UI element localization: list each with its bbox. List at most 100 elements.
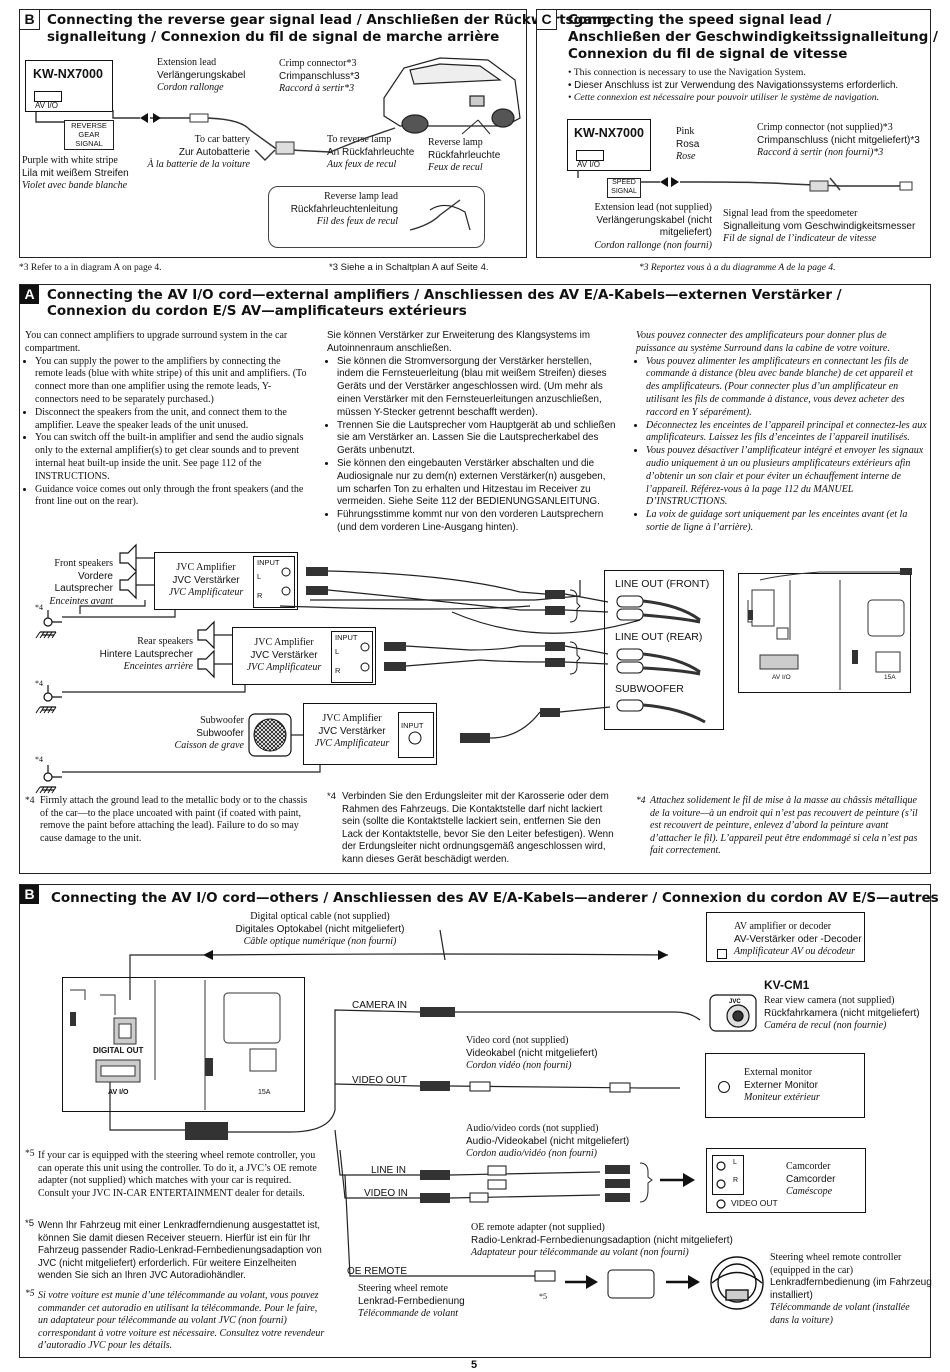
bullet: Disconnect the speakers from the unit, a… (35, 407, 310, 433)
input-label: INPUT (257, 558, 280, 567)
line-out-front-label: LINE OUT (FRONT) (615, 578, 710, 590)
en: Extension lead (157, 57, 217, 68)
en: Crimp connector*3 (279, 58, 357, 69)
footnote-5-en-marker: *5 (25, 1149, 35, 1159)
de: Vordere Lautsprecher (54, 570, 113, 595)
de: Signalleitung vom Geschwindigkeitsmesser (723, 220, 916, 232)
fr: Raccord à sertir*3 (279, 83, 355, 94)
de: An Rückfahrleuchte (327, 146, 415, 158)
en: Reverse lamp lead (324, 191, 398, 202)
speed-signal-box: SPEED SIGNAL (607, 178, 641, 198)
bullets: Sie können die Stromversorgung der Verst… (327, 356, 617, 535)
section-title-line2: signalleitung / Connexion du fil de sign… (47, 29, 500, 45)
l-label: L (335, 647, 340, 656)
page-number: 5 (471, 1359, 478, 1371)
en: Digital optical cable (not supplied) (250, 911, 390, 922)
footnote-4-fr: Attachez solidement le fil de mise à la … (650, 795, 918, 857)
cam-l-label: L (733, 1159, 737, 1166)
de: Videokabel (nicht mitgeliefert) (466, 1047, 598, 1059)
footnote-3-de: *3 Siehe a in Schaltplan A auf Seite 4. (329, 262, 489, 273)
en: Video cord (not supplied) (466, 1035, 569, 1046)
speed-label-2: SIGNAL (611, 187, 637, 195)
bullet: Sie können den eingebauten Verstärker ab… (337, 458, 617, 509)
intro: You can connect amplifiers to upgrade su… (25, 330, 288, 354)
bullet-en: • This connection is necessary to use th… (568, 67, 806, 78)
de: Externer Monitor (744, 1079, 818, 1091)
av-io-label: AV I/O (772, 674, 791, 681)
oe-adapter-label: OE remote adapter (not supplied) Radio-L… (471, 1222, 733, 1260)
de: Verlängerungskabel (157, 69, 246, 81)
ground-mark-sub: *4 (35, 755, 43, 764)
footnote-3-fr: *3 Reportez vous à a du diagramme A de l… (639, 263, 836, 273)
optical-port (717, 949, 727, 959)
en: OE remote adapter (not supplied) (471, 1222, 605, 1233)
purple-wire-label: Purple with white stripe Lila mit weißem… (22, 155, 129, 193)
de: Lenkradfernbedienung (im Fahrzeug (770, 1277, 932, 1288)
front-speakers-label: Front speakers Vordere Lautsprecher Ence… (23, 558, 113, 608)
de: Radio-Lenkrad-Fernbedienungsadaption (ni… (471, 1234, 733, 1246)
av-amp-label: AV amplifier or decoder AV-Verstärker od… (734, 921, 862, 959)
de: Crimpanschluss (nicht mitgeliefert)*3 (757, 134, 920, 146)
camcorder-jack-panel (712, 1155, 744, 1195)
de: Rückfahrleuchtenleitung (290, 203, 398, 215)
en2: (equipped in the car) (770, 1264, 854, 1276)
footnote-4-de: Verbinden Sie den Erdungsleiter mit der … (342, 791, 614, 865)
footnote-5-de: Wenn Ihr Fahrzeug mit einer Lenkradfernd… (38, 1220, 322, 1282)
fr: Enceintes arrière (123, 661, 193, 672)
en: External monitor (744, 1067, 813, 1078)
fr: Adaptateur pour télécommande au volant (… (471, 1247, 689, 1258)
fr: JVC Amplificateur (168, 587, 244, 598)
video-cord-label: Video cord (not supplied) Videokabel (ni… (466, 1035, 598, 1073)
input-label: INPUT (401, 721, 424, 730)
av-amplifier-box: AV amplifier or decoder AV-Verstärker od… (706, 912, 865, 962)
steering-controller-label: Steering wheel remote controller (equipp… (770, 1252, 932, 1327)
reverse-label-1: REVERSE (71, 121, 107, 130)
bullet-de: • Dieser Anschluss ist zur Verwendung de… (568, 79, 899, 91)
cam-video-out-label: VIDEO OUT (731, 1198, 778, 1208)
column-en: You can connect amplifiers to upgrade su… (25, 330, 310, 509)
fr: Violet avec bande blanche (22, 180, 128, 191)
footnote-4-en-marker: *4 (25, 796, 35, 806)
digital-optical-label: Digital optical cable (not supplied) Dig… (190, 911, 450, 949)
en: To car battery (194, 134, 250, 145)
footnote-5-en: If your car is equipped with the steerin… (38, 1150, 317, 1199)
en: Crimp connector (not supplied)*3 (757, 122, 893, 133)
av-io-label: AV I/O (577, 160, 600, 169)
de: Verlängerungskabel (nicht mitgeliefert) (596, 214, 712, 239)
de: Rosa (676, 138, 700, 150)
de: AV-Verstärker oder -Decoder (734, 933, 862, 945)
speed-bullets: • This connection is necessary to use th… (568, 67, 898, 105)
ground-mark-front: *4 (35, 603, 43, 612)
camcorder-label: Camcorder Camcorder Caméscope (786, 1161, 835, 1199)
oe-fn-marker: *5 (539, 1292, 547, 1301)
fr: Moniteur extérieur (744, 1092, 820, 1103)
amp-label: JVC Amplifier JVC Verstärker JVC Amplifi… (310, 713, 394, 751)
de: Digitales Optokabel (nicht mitgeliefert) (235, 923, 405, 935)
de: Crimpanschluss*3 (279, 70, 360, 82)
en: Extension lead (not supplied) (594, 202, 712, 213)
section-b-reverse-gear: B (19, 9, 527, 258)
fr: Caméscope (786, 1186, 833, 1197)
de: Rückfahrleuchte (428, 149, 501, 161)
de: Zur Autobatterie (178, 146, 250, 158)
bullet: Führungsstimme kommt nur von den vordere… (337, 509, 617, 535)
camcorder-box: L R VIDEO OUT Camcorder Camcorder Camésc… (706, 1148, 866, 1213)
section-title-line1: Connecting the speed signal lead / (568, 12, 832, 28)
fr: Cordon rallonge (non fourni) (594, 239, 712, 251)
en: JVC Amplifier (176, 562, 236, 573)
bullets: Vous pouvez alimenter les amplificateurs… (636, 356, 928, 535)
de: JVC Verstärker (250, 649, 318, 661)
de: Lenkrad-Fernbedienung (358, 1295, 465, 1307)
external-monitor-box: External monitor Externer Monitor Monite… (705, 1053, 865, 1118)
fr: Caméra de recul (non fournie) (764, 1020, 887, 1031)
speed-label-1: SPEED (612, 179, 636, 186)
external-monitor-label: External monitor Externer Monitor Monite… (744, 1067, 820, 1105)
camera-model: KV-CM1 (764, 978, 810, 992)
unit-box: KW-NX7000 AV I/O (567, 119, 651, 171)
av-io-label: AV I/O (35, 101, 58, 110)
footnote-3-en: *3 Refer to a in diagram A on page 4. (19, 263, 162, 273)
head-unit-rear (62, 977, 305, 1112)
